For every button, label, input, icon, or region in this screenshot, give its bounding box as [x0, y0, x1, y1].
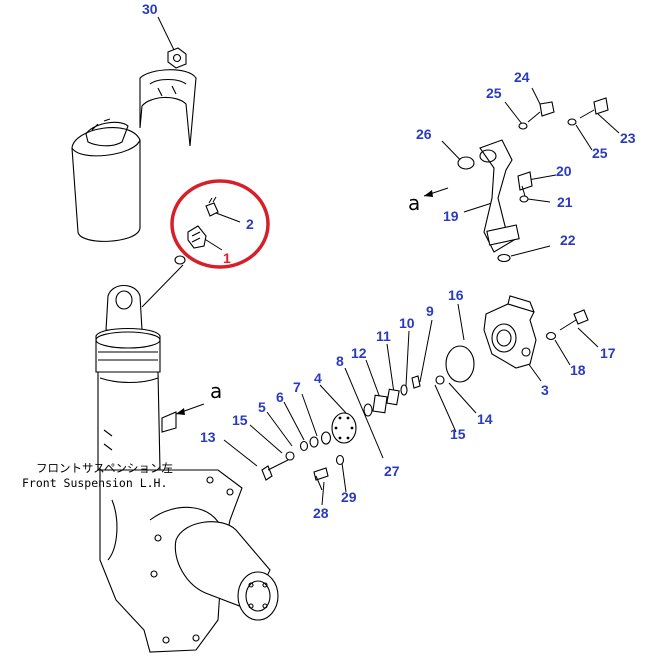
- callout-15-right[interactable]: 15: [450, 426, 466, 442]
- small-parts-stack: [261, 375, 445, 491]
- callout-11[interactable]: 11: [376, 328, 391, 344]
- callout-13[interactable]: 13: [200, 429, 216, 445]
- callout-27[interactable]: 27: [384, 463, 400, 479]
- reference-mark-a-left: a: [210, 379, 222, 403]
- callout-5[interactable]: 5: [258, 399, 266, 415]
- ring-22: [497, 253, 511, 263]
- highlight-ring: [170, 179, 270, 269]
- suspension-cylinder: [95, 284, 177, 471]
- nut-30: [167, 47, 187, 69]
- bracket-3: [483, 295, 537, 369]
- callout-18[interactable]: 18: [570, 362, 586, 378]
- leader-lines: [141, 16, 620, 506]
- callout-14[interactable]: 14: [477, 411, 493, 427]
- callout-28[interactable]: 28: [313, 505, 329, 521]
- callout-2[interactable]: 2: [246, 216, 254, 232]
- cylinder-cover: [71, 118, 141, 242]
- callout-21[interactable]: 21: [557, 194, 573, 210]
- callout-16[interactable]: 16: [448, 287, 464, 303]
- callout-22[interactable]: 22: [560, 232, 576, 248]
- bolt-17-washer-18: [545, 309, 589, 341]
- spindle: [174, 521, 279, 621]
- knuckle-bracket: [99, 469, 243, 653]
- callout-29[interactable]: 29: [341, 489, 357, 505]
- caption-english: Front Suspension L.H.: [22, 476, 167, 490]
- callout-24[interactable]: 24: [514, 69, 530, 85]
- callout-19[interactable]: 19: [443, 208, 459, 224]
- callout-17[interactable]: 17: [600, 345, 616, 361]
- callout-15-left[interactable]: 15: [232, 412, 248, 428]
- callout-25-top[interactable]: 25: [486, 85, 502, 101]
- callout-3[interactable]: 3: [541, 382, 549, 398]
- caption-japanese: フロントサスペンション左: [36, 461, 173, 475]
- arm-19: [457, 139, 520, 253]
- callout-labels: 1 2 3 4 5 6 7 8 9 10 11 12 13 14 15 15 1…: [142, 1, 636, 521]
- callout-30[interactable]: 30: [142, 1, 158, 17]
- small-ring: [174, 255, 186, 265]
- reference-mark-a-top: a: [408, 191, 420, 215]
- oring-16: [445, 345, 475, 383]
- callout-4[interactable]: 4: [314, 370, 322, 386]
- plug-part-1-2: [187, 196, 219, 249]
- callout-25-right[interactable]: 25: [592, 145, 608, 161]
- reference-arrow-left: [175, 403, 205, 415]
- callout-12[interactable]: 12: [351, 345, 367, 361]
- reference-arrow-top: [423, 187, 449, 197]
- callout-6[interactable]: 6: [276, 389, 284, 405]
- dust-boot-half: [139, 69, 197, 147]
- callout-23[interactable]: 23: [620, 130, 636, 146]
- callout-8[interactable]: 8: [336, 353, 344, 369]
- callout-10[interactable]: 10: [399, 315, 415, 331]
- callout-20[interactable]: 20: [556, 163, 572, 179]
- callout-1[interactable]: 1: [223, 250, 231, 266]
- callout-9[interactable]: 9: [426, 303, 434, 319]
- callout-26[interactable]: 26: [416, 126, 432, 142]
- bolts-20-21-24-25: [517, 97, 609, 203]
- callout-7[interactable]: 7: [293, 379, 301, 395]
